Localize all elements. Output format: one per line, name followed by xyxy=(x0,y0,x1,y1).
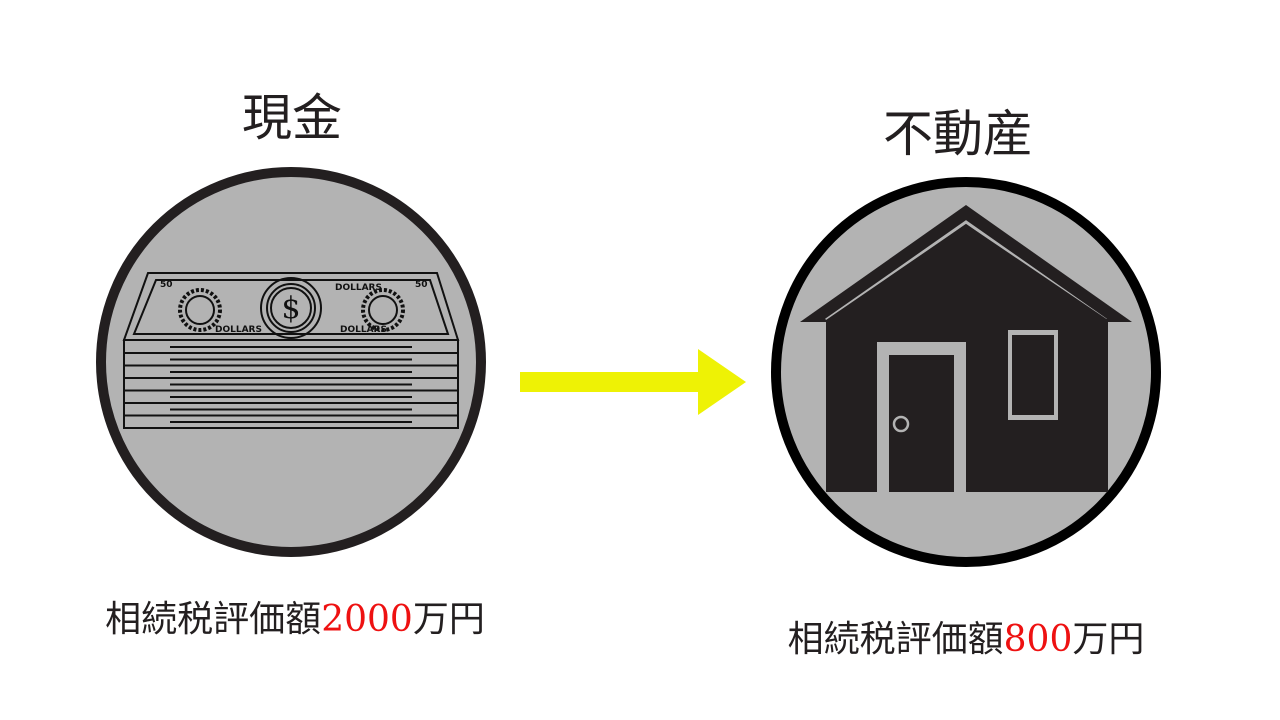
svg-text:50: 50 xyxy=(415,280,428,290)
arrow-right-icon xyxy=(520,349,746,415)
cash-amount: 2000 xyxy=(321,599,413,640)
real-estate-title: 不動産 xyxy=(883,105,1033,163)
cash-title: 現金 xyxy=(242,89,342,147)
caption-label: 相続税評価額 xyxy=(787,619,1004,660)
real-estate-amount: 800 xyxy=(1003,619,1073,660)
cash-caption: 相続税評価額2000万円 xyxy=(105,590,485,642)
svg-text:DOLLARS: DOLLARS xyxy=(215,325,262,335)
caption-unit: 万円 xyxy=(1072,619,1145,660)
house-icon xyxy=(800,205,1132,492)
svg-text:$: $ xyxy=(281,291,300,326)
svg-text:DOLLARS: DOLLARS xyxy=(340,325,387,335)
svg-text:50: 50 xyxy=(160,280,173,290)
real-estate-caption: 相続税評価額800万円 xyxy=(788,610,1145,662)
caption-label: 相続税評価額 xyxy=(105,599,322,640)
caption-unit: 万円 xyxy=(412,599,485,640)
svg-text:DOLLARS: DOLLARS xyxy=(335,283,382,293)
money-stack-icon: $ DOLLARS DOLLARS DOLLARS 50 50 xyxy=(122,272,460,429)
